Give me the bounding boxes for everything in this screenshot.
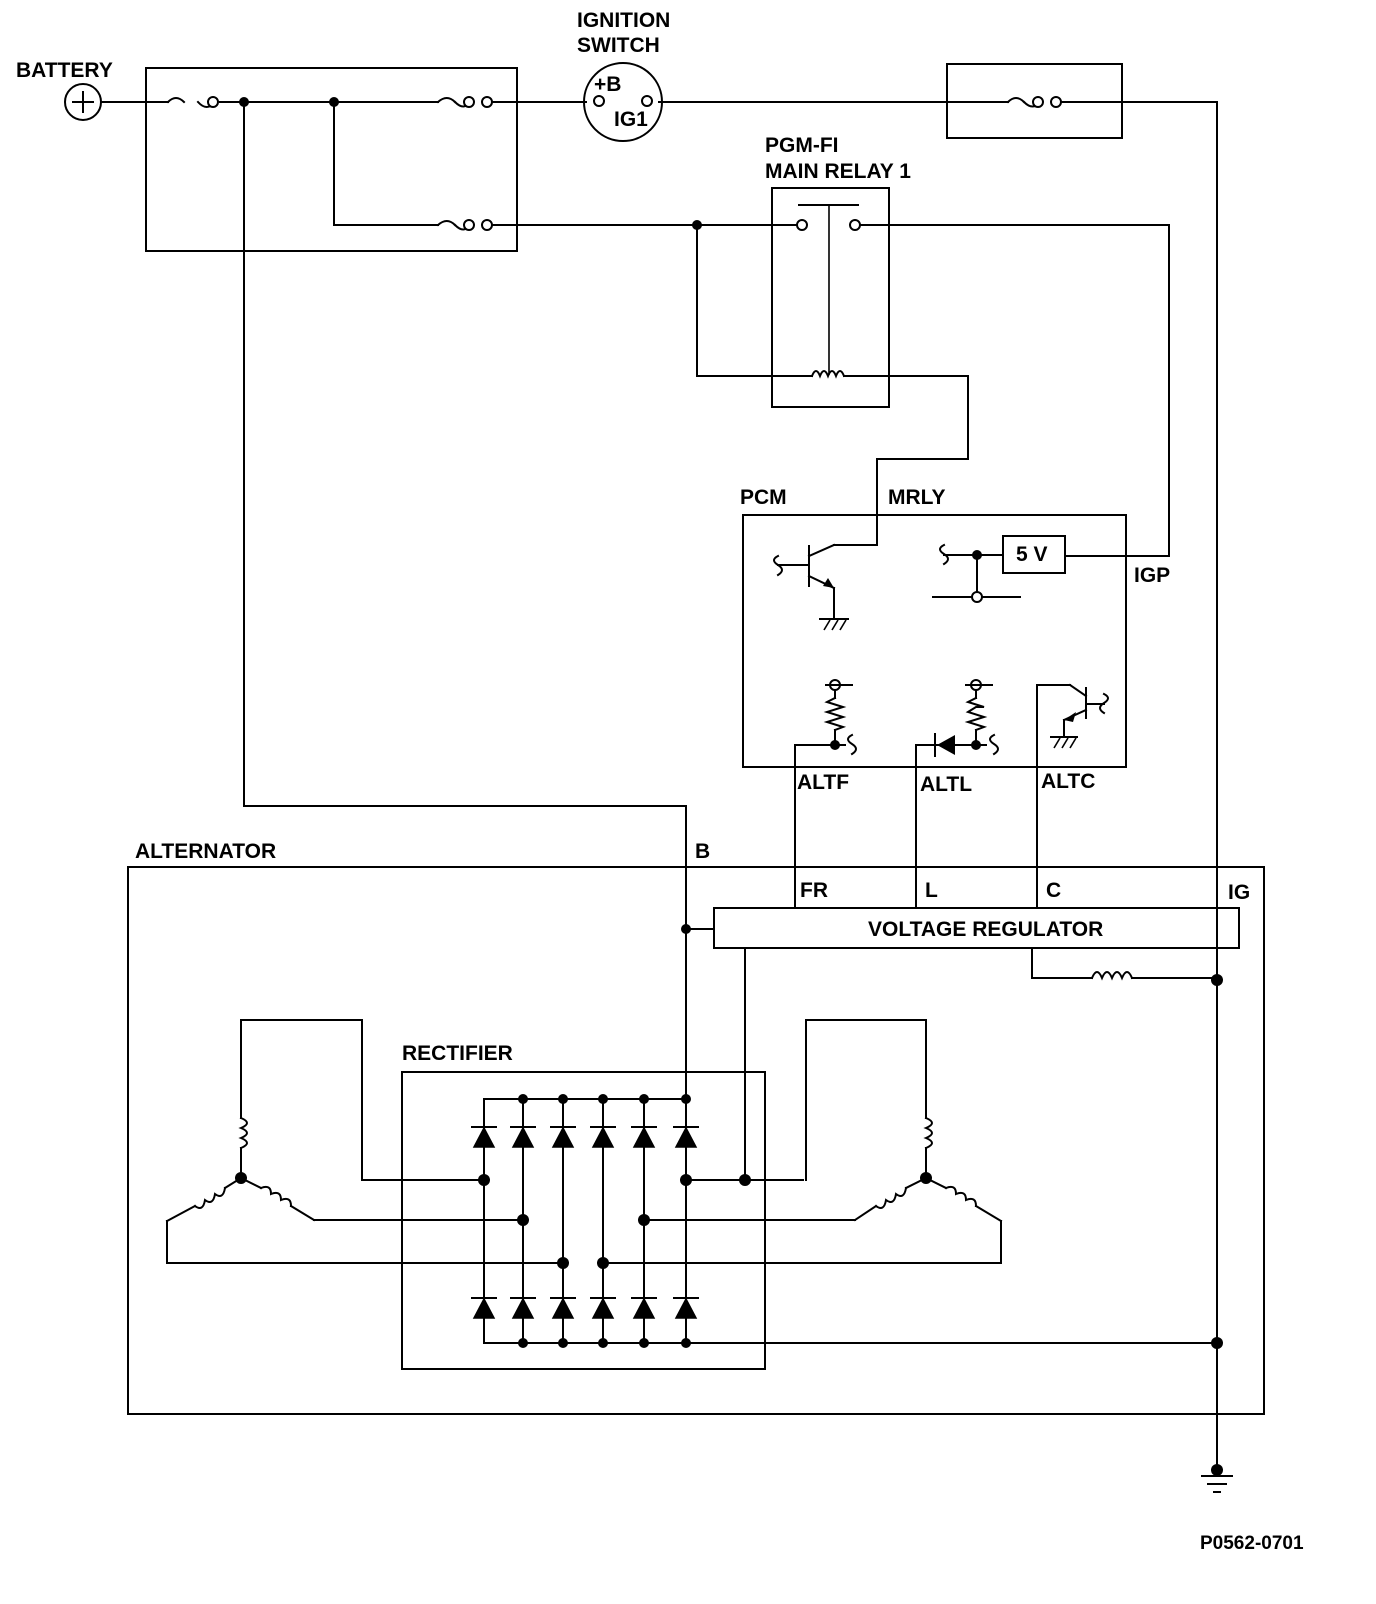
pcm-label: PCM <box>740 486 787 509</box>
ground-icon <box>1201 1464 1233 1493</box>
ignition-switch-icon <box>583 62 663 142</box>
switch-terminal-b-label: +B <box>594 73 621 96</box>
junction-dot <box>830 740 840 750</box>
figure-code-label: P0562-0701 <box>1200 1533 1304 1554</box>
terminal-ig-label: IG <box>1228 881 1250 904</box>
main-relay-box <box>771 187 890 408</box>
ignition-switch-label-line2: SWITCH <box>577 34 660 57</box>
right-stator-winding-icon <box>602 1019 1003 1264</box>
pcm-box <box>742 514 1127 768</box>
altf-pullup-resistor-icon <box>794 679 857 909</box>
ignition-switch-label-line1: IGNITION <box>577 9 670 32</box>
terminal-fr-label: FR <box>800 879 828 902</box>
junction-dot <box>971 740 981 750</box>
junction-dot <box>681 924 691 934</box>
junction-dot <box>739 1174 751 1186</box>
junction-dot <box>920 1172 932 1184</box>
alternator-box <box>127 866 1265 1415</box>
top-wiring <box>100 97 1218 1471</box>
five-volt-label: 5 V <box>1016 543 1048 566</box>
rectifier-label: RECTIFIER <box>402 1042 513 1065</box>
switch-terminal-ig1-label: IG1 <box>614 108 648 131</box>
altl-diode-resistor-icon <box>915 679 999 909</box>
junction-dot <box>972 550 982 560</box>
altc-transistor-icon <box>1036 683 1109 909</box>
mrly-label: MRLY <box>888 486 946 509</box>
mrly-transistor-icon <box>773 543 878 631</box>
battery-label: BATTERY <box>16 59 113 82</box>
left-stator-winding-icon <box>165 1019 564 1264</box>
main-relay-icon <box>696 204 1170 557</box>
terminal-c-label: C <box>1046 879 1061 902</box>
altf-label: ALTF <box>797 771 849 794</box>
rectifier-diodes-upper <box>471 1126 699 1148</box>
rectifier-junctions <box>478 1094 692 1348</box>
altl-label: ALTL <box>920 773 972 796</box>
junction-dot <box>1211 974 1223 986</box>
voltage-regulator-label: VOLTAGE REGULATOR <box>868 918 1103 941</box>
junction-dot <box>235 1172 247 1184</box>
under-hood-fuse-box <box>145 67 518 252</box>
relay-label-line1: PGM-FI <box>765 134 839 157</box>
junction-dot <box>329 97 339 107</box>
battery-icon <box>64 83 102 121</box>
junction-dot <box>239 97 249 107</box>
terminal-b-label: B <box>695 840 710 863</box>
junction-dot <box>692 220 702 230</box>
terminal-l-label: L <box>925 879 938 902</box>
altc-label: ALTC <box>1041 770 1095 793</box>
fuse-terminals <box>207 96 1062 231</box>
relay-label-line2: MAIN RELAY 1 <box>765 160 911 183</box>
igp-label: IGP <box>1134 564 1170 587</box>
alternator-label: ALTERNATOR <box>135 840 276 863</box>
rectifier-diodes-lower <box>471 1297 699 1319</box>
